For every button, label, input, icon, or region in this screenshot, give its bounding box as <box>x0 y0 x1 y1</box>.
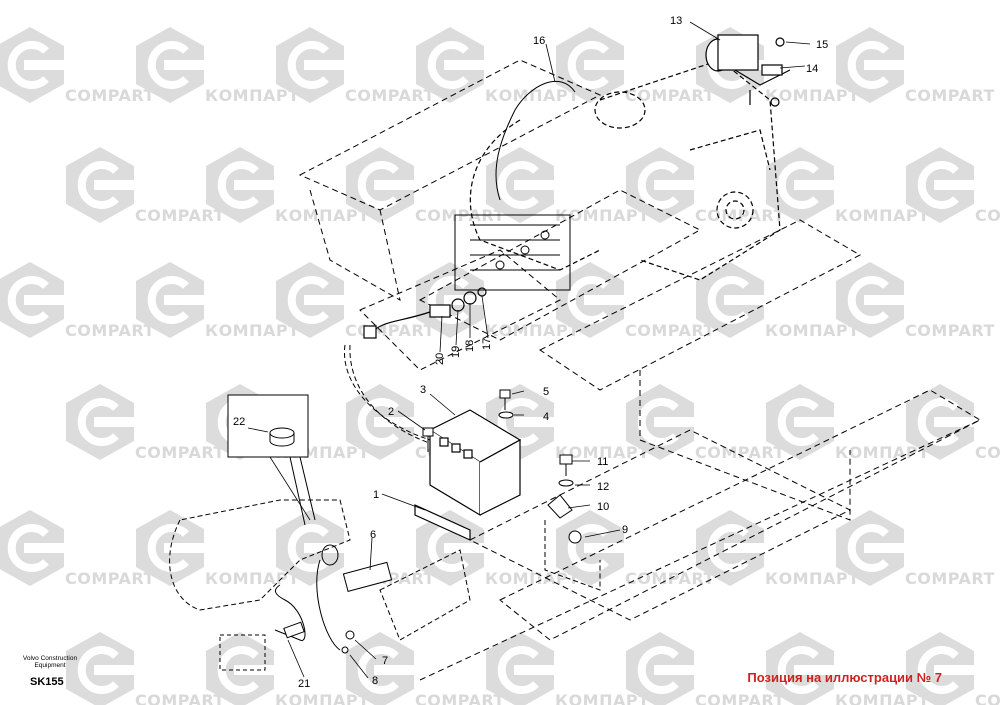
callout-11: 11 <box>597 456 608 468</box>
machine-frame <box>298 59 982 681</box>
watermark-text: COMPART <box>345 321 435 340</box>
watermark-text: COMPART <box>415 691 505 705</box>
callout-10: 10 <box>597 501 609 513</box>
watermark-logo-icon <box>626 632 694 705</box>
callout-4: 4 <box>543 411 549 423</box>
watermark-text: КОМПАРТ <box>765 569 860 588</box>
watermark-logo-icon <box>906 632 974 705</box>
callout-7: 7 <box>382 655 388 667</box>
watermark-text: COMPART <box>625 86 715 105</box>
watermark-text: COMPART <box>975 443 1000 462</box>
watermark-text: КОМПАРТ <box>555 691 650 705</box>
watermark-logo-icon <box>66 384 134 460</box>
watermark-text: COMPART <box>695 206 785 225</box>
callout-22: 22 <box>233 416 245 428</box>
model-code: SK155 <box>30 676 64 688</box>
control-valve <box>454 214 571 291</box>
manufacturer-line2: Equipment <box>34 662 66 669</box>
callout-12: 12 <box>597 481 609 493</box>
watermark-text: COMPART <box>625 321 715 340</box>
watermark-logo-icon <box>0 510 64 586</box>
watermark-text: COMPART <box>135 691 225 705</box>
callout-18: 18 <box>464 340 476 352</box>
callout-8: 8 <box>372 675 378 687</box>
watermark-text: COMPART <box>65 321 155 340</box>
callout-21: 21 <box>298 678 310 690</box>
callout-9: 9 <box>622 524 628 536</box>
callout-3: 3 <box>420 384 426 396</box>
watermark-text: COMPART <box>135 206 225 225</box>
watermark-logo-icon <box>766 632 834 705</box>
watermark-text: КОМПАРТ <box>275 691 370 705</box>
watermark-logo-icon <box>66 147 134 223</box>
control-box-3 <box>414 409 522 541</box>
watermark-text: COMPART <box>65 569 155 588</box>
callout-numbers: 1 2 3 4 5 6 7 8 9 10 11 12 13 14 15 16 1… <box>233 15 828 690</box>
watermark-logo-icon <box>346 632 414 705</box>
watermark-layer: COMPART КОМПАРТ COMPART КОМПАРТ COMPART КОМПА… <box>0 27 1000 705</box>
callout-6: 6 <box>370 529 376 541</box>
callout-2: 2 <box>388 406 394 418</box>
watermark-text: КОМПАРТ <box>765 86 860 105</box>
callout-1: 1 <box>373 489 379 501</box>
watermark-text: COMPART <box>695 443 785 462</box>
watermark-text: COMPART <box>975 206 1000 225</box>
watermark-text: COMPART <box>65 86 155 105</box>
operator-controls <box>169 394 471 671</box>
watermark-text: COMPART <box>905 569 995 588</box>
callout-17: 17 <box>481 338 493 350</box>
callout-13: 13 <box>670 15 682 27</box>
wire-harness <box>343 80 576 446</box>
watermark-text: COMPART <box>345 86 435 105</box>
watermark-text: КОМПАРТ <box>205 321 300 340</box>
watermark-text: КОМПАРТ <box>835 206 930 225</box>
fasteners <box>422 389 601 591</box>
manufacturer-label: Volvo Construction Equipment <box>14 655 86 669</box>
watermark-text: COMPART <box>905 86 995 105</box>
callout-5: 5 <box>543 386 549 398</box>
watermark-text: COMPART <box>135 443 225 462</box>
watermark-text: КОМПАРТ <box>485 86 580 105</box>
watermark-text: КОМПАРТ <box>835 691 930 705</box>
callout-15: 15 <box>816 39 828 51</box>
watermark-text: COMPART <box>905 321 995 340</box>
callout-16: 16 <box>533 35 545 47</box>
leader-lines <box>247 21 811 679</box>
watermark-text: КОМПАРТ <box>765 321 860 340</box>
manufacturer-line1: Volvo Construction <box>22 655 78 662</box>
callout-19: 19 <box>450 346 462 358</box>
watermark-logo-icon <box>206 632 274 705</box>
callout-20: 20 <box>434 353 446 365</box>
watermark-text: КОМПАРТ <box>555 206 650 225</box>
illustration-position-caption: Позиция на иллюстрации № 7 <box>747 670 942 685</box>
watermark-logo-icon <box>0 27 64 103</box>
solenoid-13 <box>705 34 791 107</box>
watermark-logo-icon <box>0 262 64 338</box>
watermark-text: КОМПАРТ <box>555 443 650 462</box>
watermark-text: КОМПАРТ <box>835 443 930 462</box>
callout-14: 14 <box>806 63 818 75</box>
watermark-text: COMPART <box>975 691 1000 705</box>
watermark-text: КОМПАРТ <box>205 86 300 105</box>
sensor-17-20 <box>363 287 487 339</box>
watermark-text: КОМПАРТ <box>485 321 580 340</box>
watermark-text: COMPART <box>695 691 785 705</box>
watermark-text: КОМПАРТ <box>205 569 300 588</box>
watermark-logo-icon <box>486 632 554 705</box>
watermark-text: КОМПАРТ <box>275 206 370 225</box>
